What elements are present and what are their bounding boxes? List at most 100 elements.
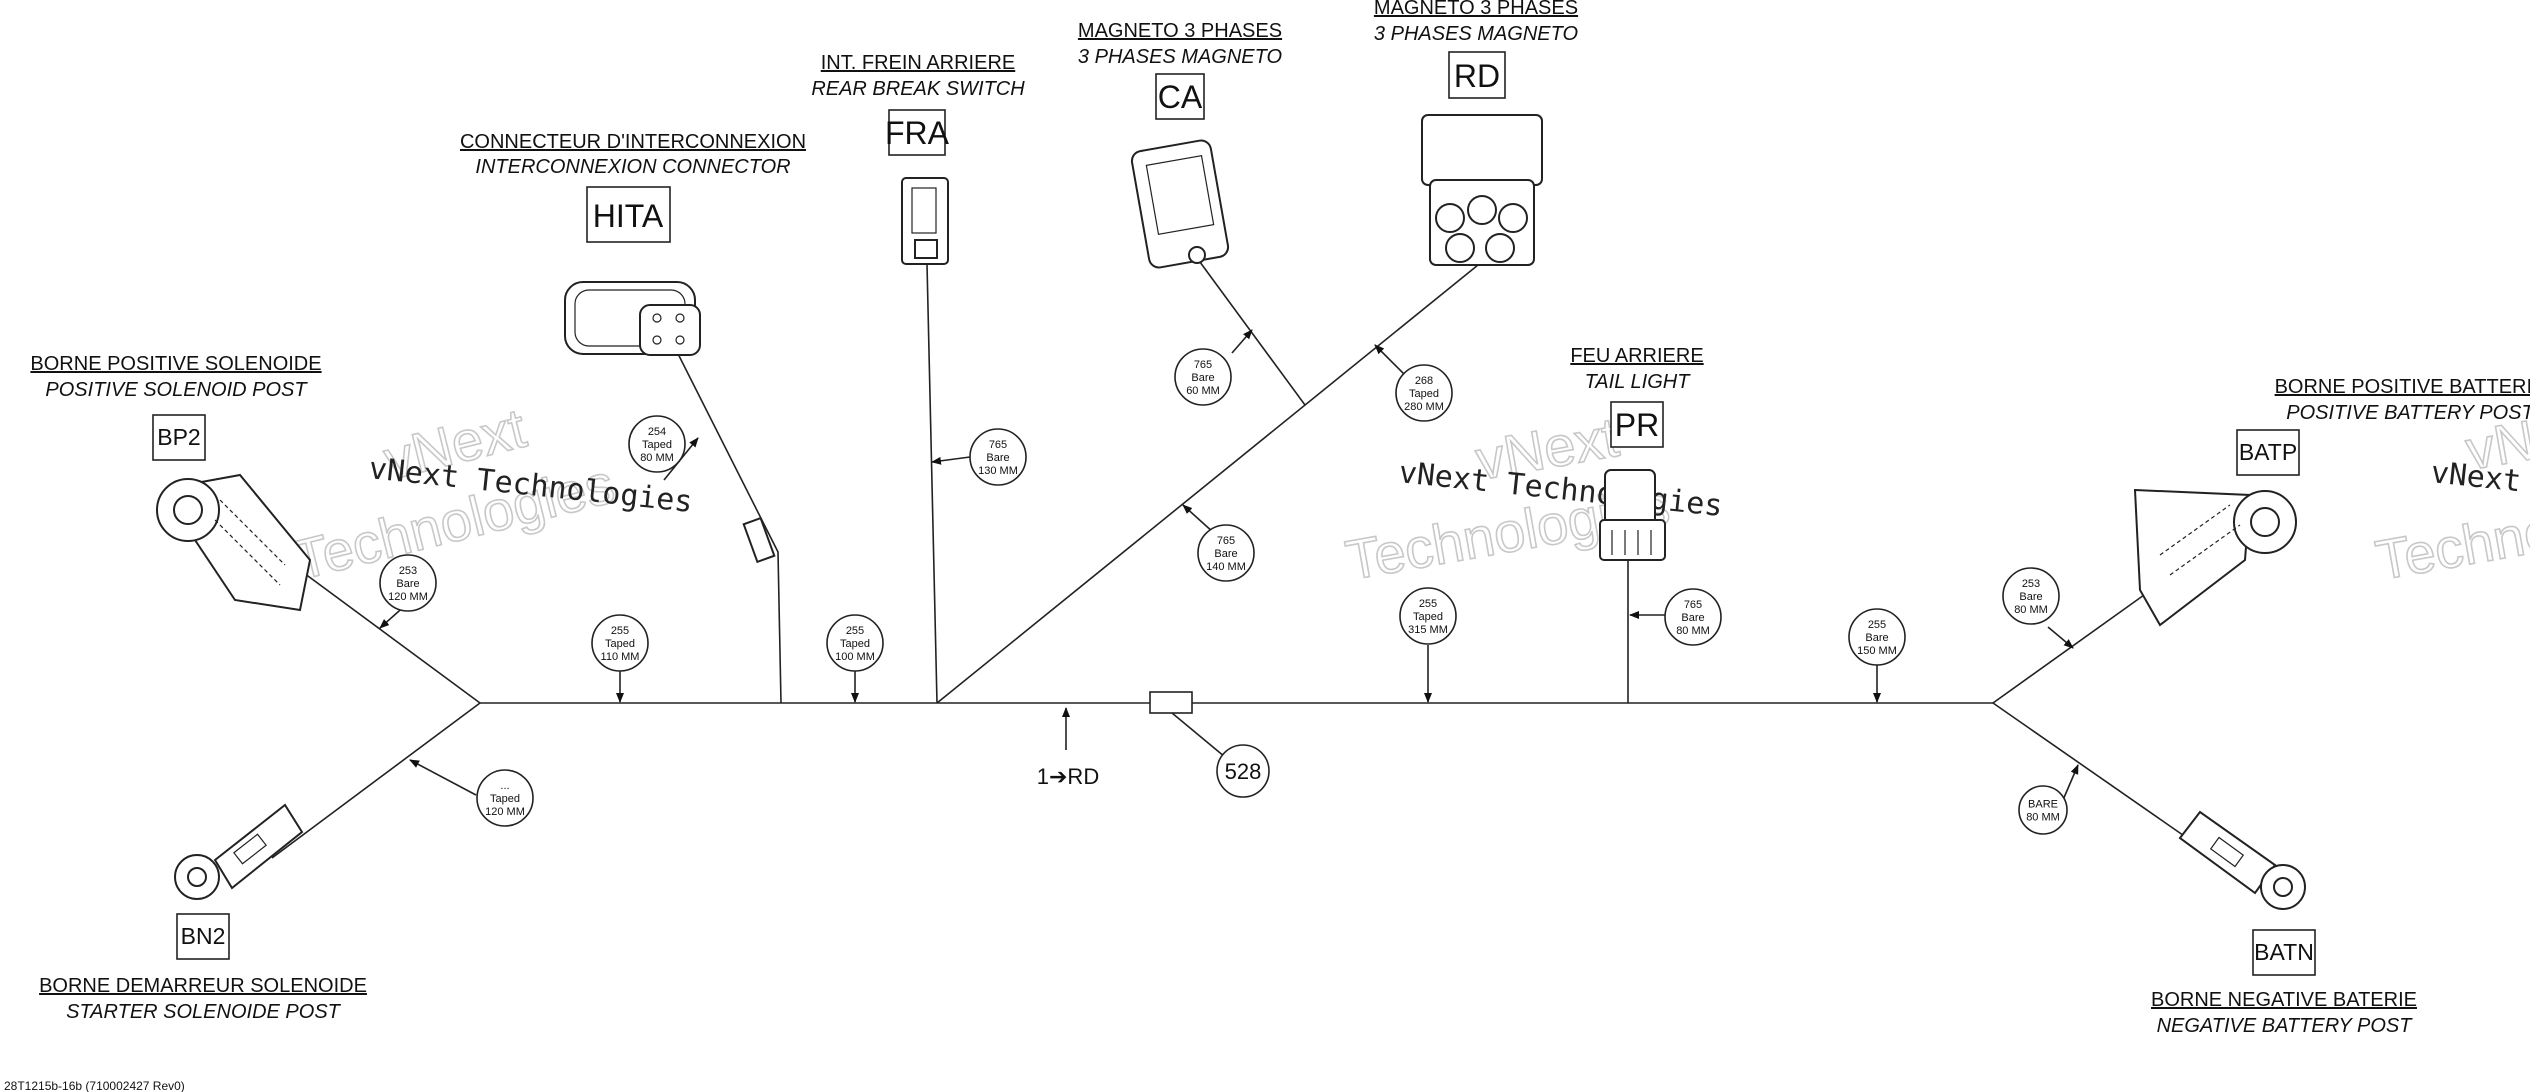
fra-code-box	[888, 109, 946, 156]
fra-code: FRA	[885, 115, 950, 151]
bubble-text: BARE	[2028, 799, 2058, 811]
bp2-code-box	[152, 414, 206, 461]
bubble-text: 255	[611, 625, 629, 637]
bubble-text: Bare	[986, 452, 1009, 464]
bubble-text: Taped	[490, 793, 520, 805]
bubble-text: Taped	[1409, 388, 1439, 400]
ca-code-box	[1155, 73, 1205, 120]
ca-code: CA	[1158, 79, 1203, 115]
drawing-reference-footer: 28T1215b-16b (710002427 Rev0)	[4, 1079, 185, 1092]
bn2-code-box	[176, 913, 230, 960]
bubble-text: 140 MM	[1206, 561, 1246, 573]
bn2-label-fr: BORNE DEMARREUR SOLENOIDE	[39, 975, 367, 997]
batn-code: BATN	[2254, 939, 2314, 965]
bp2-label-fr: BORNE POSITIVE SOLENOIDE	[30, 353, 321, 375]
bubble-circle	[1395, 364, 1453, 422]
bubble-text: Taped	[642, 439, 672, 451]
bn2-label-en: STARTER SOLENOIDE POST	[66, 1001, 342, 1023]
watermarks: Technologies vNext Technologies vNext Te…	[287, 394, 2530, 593]
bubble-text: Bare	[396, 578, 419, 590]
batn-code-box	[2252, 929, 2316, 976]
bubble-circle	[1399, 587, 1457, 645]
pr-label-fr: FEU ARRIERE	[1570, 345, 1703, 367]
bubble-text: Taped	[605, 638, 635, 650]
bp2-terminal-icon	[156, 473, 312, 612]
batp-terminal-icon	[2133, 488, 2297, 627]
bp2-label-en: POSITIVE SOLENOID POST	[45, 379, 308, 401]
wire-batn	[1992, 702, 2191, 841]
pr-code-box	[1610, 401, 1664, 448]
bubble-text: 80 MM	[2014, 604, 2048, 616]
bubble-text: 765	[1194, 359, 1212, 371]
batn-terminal-icon	[2178, 810, 2306, 910]
batn-label-fr: BORNE NEGATIVE BATERIE	[2151, 989, 2417, 1011]
ca-connector-icon	[1130, 139, 1230, 269]
bubble-text: ...	[500, 780, 509, 792]
bubble-text: 255	[846, 625, 864, 637]
bubble-text: 100 MM	[835, 651, 875, 663]
bubble-text: Taped	[840, 638, 870, 650]
bubble-text: Taped	[1413, 611, 1443, 623]
pr-code: PR	[1615, 407, 1659, 443]
pr-label-en: TAIL LIGHT	[1585, 371, 1692, 393]
bn2-terminal-icon	[174, 803, 304, 900]
batp-code: BATP	[2239, 439, 2297, 465]
bn2-code: BN2	[181, 923, 226, 949]
bubble-circle	[1197, 524, 1255, 582]
bubble-circle	[1174, 348, 1232, 406]
bubble-text: 255	[1419, 598, 1437, 610]
trunk-label-1-rd: 1➔RD	[1037, 764, 1099, 789]
bubble-circle	[2018, 785, 2068, 835]
bubble-text: 268	[1415, 375, 1433, 387]
pr-connector-icon	[1599, 469, 1666, 561]
fra-switch-icon	[901, 177, 949, 265]
rd-connector-icon	[1421, 114, 1543, 266]
wire-batp	[1992, 579, 2166, 704]
bubble-text: Bare	[1191, 372, 1214, 384]
ca-label-en: 3 PHASES MAGNETO	[1078, 46, 1282, 68]
bubble-text: 120 MM	[485, 806, 525, 818]
bubble-circle	[628, 415, 686, 473]
bubble-text: 80 MM	[1676, 625, 1710, 637]
hita-connector-icon	[564, 281, 776, 564]
bubble-text: 253	[399, 565, 417, 577]
batp-label-en: POSITIVE BATTERY POST	[2286, 402, 2530, 424]
bubble-text: 315 MM	[1408, 624, 1448, 636]
bubble-text: 80 MM	[2026, 812, 2060, 824]
bubble-circle	[2002, 567, 2060, 625]
rd-code-box	[1448, 51, 1506, 99]
wire-rd	[936, 264, 1479, 704]
bubble-text: 280 MM	[1404, 401, 1444, 413]
batp-code-box	[2236, 429, 2300, 476]
bubble-text: 120 MM	[388, 591, 428, 603]
bubble-text: Bare	[2019, 591, 2042, 603]
hita-code: HITA	[593, 198, 664, 234]
bubble-text: 80 MM	[640, 452, 674, 464]
batp-label-fr: BORNE POSITIVE BATTERIE	[2275, 376, 2530, 398]
bubble-text: 765	[1217, 535, 1235, 547]
bubble-text: 254	[648, 426, 666, 438]
bubble-text: 60 MM	[1186, 385, 1220, 397]
bubble-text: 765	[989, 439, 1007, 451]
bubble-text: 765	[1684, 599, 1702, 611]
bubble-circle	[591, 614, 649, 672]
rd-label-en: 3 PHASES MAGNETO	[1374, 23, 1578, 45]
bubble-text: 130 MM	[978, 465, 1018, 477]
rd-code: RD	[1454, 58, 1500, 94]
fra-label-fr: INT. FREIN ARRIERE	[821, 52, 1015, 74]
leader-lines	[379, 329, 2079, 801]
splice-528	[1149, 691, 1193, 714]
